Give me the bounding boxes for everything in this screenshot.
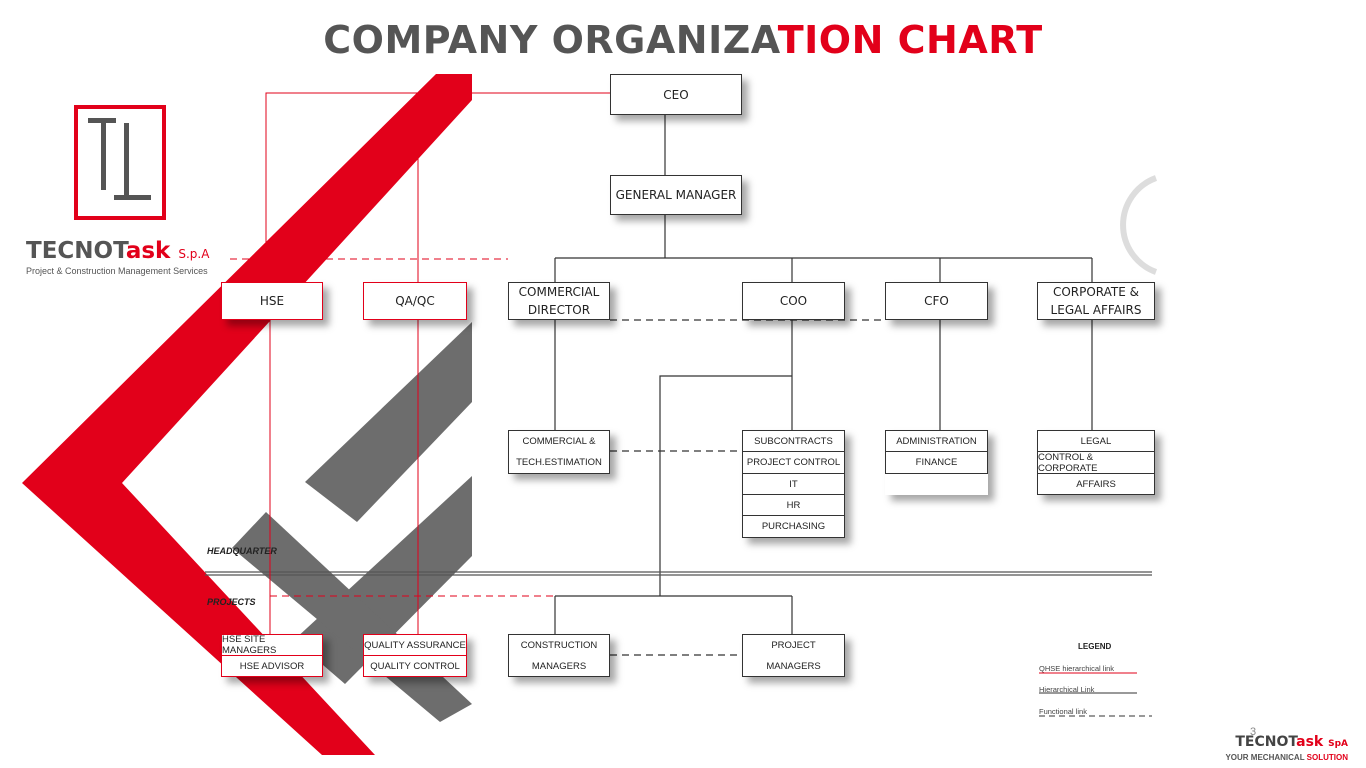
legend-hierarchical-link: Hierarchical Link — [1039, 685, 1095, 694]
gray-arc-decoration — [1120, 175, 1158, 275]
unit-cell: PROJECT — [742, 634, 845, 656]
general-manager-box: GENERAL MANAGER — [610, 175, 742, 215]
hierarchical-links — [554, 115, 1093, 634]
legend-qhse-link: QHSE hierarchical link — [1039, 664, 1115, 673]
qhse-dashed-links — [230, 258, 555, 597]
red-chevron-shape — [22, 74, 472, 755]
commercial-tech-estimation-unit: COMMERCIAL & TECH.ESTIMATION — [508, 430, 610, 474]
administration-cell: ADMINISTRATION — [885, 430, 988, 452]
finance-cell: FINANCE — [885, 452, 988, 474]
page-title: COMPANY ORGANIZATION CHART — [323, 18, 1043, 62]
company-logo-mark — [74, 105, 166, 220]
coo-box: COO — [742, 282, 845, 320]
cfo-box: CFO — [885, 282, 988, 320]
coo-units-stack: SUBCONTRACTS PROJECT CONTROL IT HR PURCH… — [742, 430, 845, 538]
functional-links — [610, 319, 885, 656]
headquarter-label: HEADQUARTER — [207, 546, 277, 556]
project-managers-unit: PROJECT MANAGERS — [742, 634, 845, 677]
unit-cell: COMMERCIAL & — [508, 430, 610, 452]
footer-tagline: YOUR MECHANICAL SOLUTION — [1225, 753, 1348, 762]
ceo-box: CEO — [610, 74, 742, 115]
it-cell: IT — [742, 474, 845, 495]
legend-lines — [1039, 672, 1152, 717]
corporate-legal-affairs-box: CORPORATE & LEGAL AFFAIRS — [1037, 282, 1155, 320]
company-tagline: Project & Construction Management Servic… — [26, 266, 208, 276]
control-corporate-cell: CONTROL & CORPORATE — [1037, 452, 1155, 474]
unit-cell: MANAGERS — [508, 656, 610, 677]
commercial-director-box: COMMERCIAL DIRECTOR — [508, 282, 610, 320]
qaqc-box: QA/QC — [363, 282, 467, 320]
unit-cell: TECH.ESTIMATION — [508, 452, 610, 474]
quality-unit: QUALITY ASSURANCE QUALITY CONTROL — [363, 634, 467, 677]
project-control-cell: PROJECT CONTROL — [742, 452, 845, 474]
hse-site-unit: HSE SITE MANAGERS HSE ADVISOR — [221, 634, 323, 677]
qhse-links — [265, 92, 610, 634]
gray-stroke-upper — [305, 322, 472, 522]
legal-units-stack: LEGAL CONTROL & CORPORATE AFFAIRS — [1037, 430, 1155, 495]
quality-assurance-cell: QUALITY ASSURANCE — [363, 634, 467, 656]
construction-managers-unit: CONSTRUCTION MANAGERS — [508, 634, 610, 677]
purchasing-cell: PURCHASING — [742, 516, 845, 538]
footer-brand: TECNOTask SpA — [1235, 734, 1348, 750]
unit-cell: MANAGERS — [742, 656, 845, 677]
hse-advisor-cell: HSE ADVISOR — [221, 656, 323, 677]
hse-site-managers-cell: HSE SITE MANAGERS — [221, 634, 323, 656]
hr-cell: HR — [742, 495, 845, 516]
projects-label: PROJECTS — [207, 597, 256, 607]
unit-cell: CONSTRUCTION — [508, 634, 610, 656]
affairs-cell: AFFAIRS — [1037, 474, 1155, 495]
quality-control-cell: QUALITY CONTROL — [363, 656, 467, 677]
subcontracts-cell: SUBCONTRACTS — [742, 430, 845, 452]
legend-title: LEGEND — [1078, 642, 1112, 651]
empty-cell — [885, 474, 988, 495]
cfo-units-stack: ADMINISTRATION FINANCE — [885, 430, 988, 495]
legal-cell: LEGAL — [1037, 430, 1155, 452]
company-logo-text: TECNOTask S.p.A — [26, 238, 210, 264]
hse-box: HSE — [221, 282, 323, 320]
page-number: 3 — [1250, 726, 1257, 738]
legend-functional-link: Functional link — [1039, 707, 1087, 716]
